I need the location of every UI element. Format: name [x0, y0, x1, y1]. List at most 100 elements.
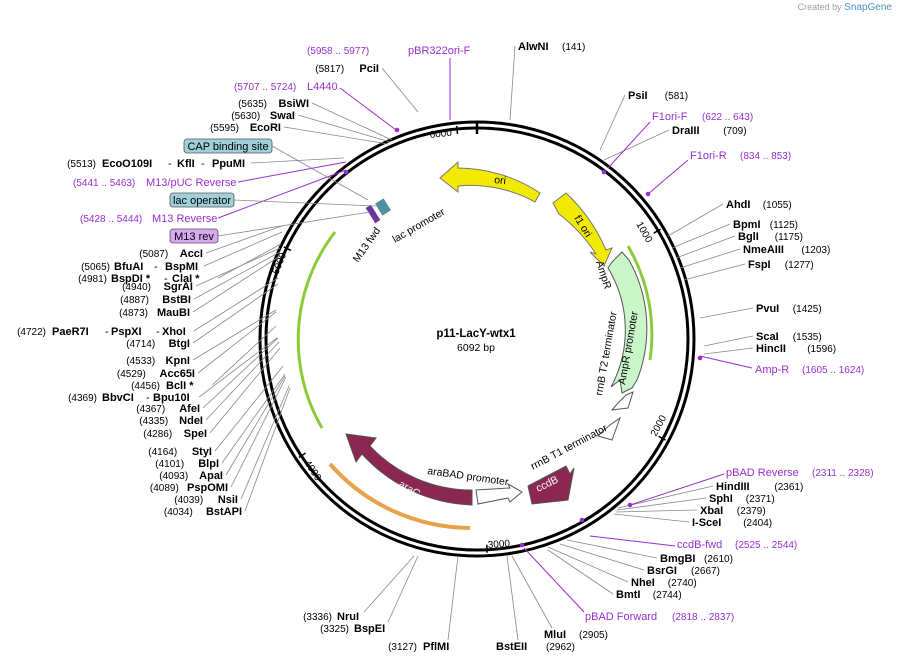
enzyme-blpi[interactable]: BlpI	[198, 458, 219, 470]
enzyme-ecori[interactable]: EcoRI	[250, 122, 281, 134]
enzyme-paer7i[interactable]: PaeR7I	[52, 326, 89, 338]
primer-range: (622 .. 643)	[702, 112, 753, 123]
enzyme-bgli[interactable]: BglI	[738, 231, 759, 243]
box-cap[interactable]	[183, 138, 273, 154]
enzyme-kfli[interactable]: KflI	[177, 158, 195, 170]
enzyme-bfuai[interactable]: BfuAI	[114, 261, 143, 273]
box-leader-m13rev	[217, 211, 371, 237]
enzyme-nsii[interactable]: NsiI	[218, 494, 238, 506]
enzyme-maubi[interactable]: MauBI	[157, 307, 190, 319]
leader-left-15	[221, 373, 286, 464]
enzyme-bsrgi[interactable]: BsrGI	[647, 565, 677, 577]
feature-arabad-promoter[interactable]	[475, 482, 523, 505]
enzyme-bspei[interactable]: BspEI	[354, 623, 385, 635]
enzyme-xbai[interactable]: XbaI	[700, 505, 723, 517]
box-m13rev[interactable]	[169, 228, 219, 244]
enzyme-ndei[interactable]: NdeI	[179, 415, 203, 427]
feature-lac-operator[interactable]	[375, 198, 391, 216]
enzyme-hincii[interactable]: HincII	[756, 343, 786, 355]
tick-label-3000: 3000	[487, 538, 510, 551]
enzyme-bpu10i[interactable]: Bpu10I	[153, 392, 190, 404]
enzyme-pos: (2404)	[743, 518, 772, 529]
enzyme-iscei[interactable]: I-SceI	[692, 517, 721, 529]
enzyme-mlui[interactable]: MluI	[544, 629, 566, 641]
enzyme-ahdi[interactable]: AhdI	[726, 199, 750, 211]
enzyme-nhei[interactable]: NheI	[631, 577, 655, 589]
enzyme-bpmi[interactable]: BpmI	[733, 219, 761, 231]
primer-site	[697, 355, 703, 361]
enzyme-bcli[interactable]: BclI *	[166, 380, 194, 392]
feature-ampr[interactable]	[607, 251, 648, 394]
primer-site	[579, 517, 585, 523]
separator: -	[164, 273, 168, 285]
enzyme-styi[interactable]: StyI	[192, 446, 212, 458]
enzyme-spei[interactable]: SpeI	[184, 428, 207, 440]
enzyme-bsteii[interactable]: BstEII	[496, 641, 527, 653]
enzyme-kpni[interactable]: KpnI	[166, 355, 190, 367]
enzyme-bmgbi[interactable]: BmgBI	[660, 553, 695, 565]
enzyme-ppumi[interactable]: PpuMI	[212, 158, 245, 170]
primer-pbad-forward[interactable]: pBAD Forward	[585, 611, 657, 623]
enzyme-bspmi[interactable]: BspMI	[165, 261, 198, 273]
enzyme-hindiii[interactable]: HindIII	[716, 481, 750, 493]
enzyme-psii[interactable]: PsiI	[628, 90, 648, 102]
enzyme-bsiwi[interactable]: BsiWI	[278, 98, 309, 110]
enzyme-pcii[interactable]: PciI	[359, 63, 379, 75]
feature-arac[interactable]	[345, 433, 473, 506]
feature-m13fwd[interactable]	[365, 204, 381, 224]
primer-pbad-reverse[interactable]: pBAD Reverse	[726, 467, 799, 479]
leader-15	[566, 539, 658, 559]
enzyme-scai[interactable]: ScaI	[756, 331, 779, 343]
enzyme-bspdi[interactable]: BspDI *	[111, 273, 151, 285]
primer-ccdb-fwd[interactable]: ccdB-fwd	[677, 539, 722, 551]
enzyme-pos: (4981)	[78, 274, 107, 285]
enzyme-clai[interactable]: ClaI *	[172, 273, 200, 285]
enzyme-acc65i[interactable]: Acc65I	[160, 368, 195, 380]
enzyme-alwni[interactable]: AlwNI	[518, 41, 549, 53]
enzyme-afei[interactable]: AfeI	[179, 403, 200, 415]
enzyme-nmeaiii[interactable]: NmeAIII	[743, 244, 784, 256]
box-lacop[interactable]	[169, 192, 235, 208]
enzyme-btgi[interactable]: BtgI	[169, 338, 190, 350]
feature-f1-ori[interactable]	[552, 192, 613, 267]
enzyme-nrui[interactable]: NruI	[337, 611, 359, 623]
enzyme-bstapi[interactable]: BstAPI	[206, 506, 242, 518]
leader-mlui	[511, 555, 553, 629]
enzyme-fspi[interactable]: FspI	[748, 259, 771, 271]
enzyme-xhoi[interactable]: XhoI	[162, 326, 186, 338]
enzyme-apai[interactable]: ApaI	[199, 470, 223, 482]
enzyme-bmti[interactable]: BmtI	[616, 589, 640, 601]
enzyme-pspomi[interactable]: PspOMI	[187, 482, 228, 494]
enzyme-pspxi[interactable]: PspXI	[111, 326, 142, 338]
enzyme-bbvci[interactable]: BbvCI	[102, 392, 134, 404]
enzyme-sgrai[interactable]: SgrAI	[164, 281, 193, 293]
primer-leader-3	[217, 169, 347, 219]
enzyme-pos: (4722)	[17, 327, 46, 338]
primer-leader-5	[647, 159, 689, 195]
enzyme-pflmi[interactable]: PflMI	[423, 641, 449, 653]
feature-ori[interactable]	[439, 160, 541, 203]
enzyme-acci[interactable]: AccI	[180, 248, 203, 260]
leader-bspei	[387, 555, 419, 623]
primer-m13-puc-reverse[interactable]: M13/pUC Reverse	[146, 177, 236, 189]
primer-m13-reverse[interactable]: M13 Reverse	[152, 213, 217, 225]
enzyme-pos: (4529)	[117, 369, 146, 380]
feature-ampr-promoter[interactable]	[610, 391, 634, 411]
feature-rrnb-t2[interactable]	[597, 416, 622, 441]
enzyme-pvui[interactable]: PvuI	[756, 303, 779, 315]
feature-ccdb[interactable]	[527, 465, 575, 505]
enzyme-sphi[interactable]: SphI	[709, 493, 733, 505]
enzyme-pos: (4940)	[122, 282, 151, 293]
primer-f1ori-r[interactable]: F1ori-R	[690, 150, 727, 162]
enzyme-pos: (4714)	[126, 339, 155, 350]
enzyme-draiii[interactable]: DraIII	[672, 125, 700, 137]
primer-l4440[interactable]: L4440	[307, 81, 338, 93]
enzyme-ecoo109i[interactable]: EcoO109I	[102, 158, 152, 170]
enzyme-swai[interactable]: SwaI	[270, 110, 295, 122]
enzyme-pos: (5065)	[81, 262, 110, 273]
primer-pbr322ori-f[interactable]: pBR322ori-F	[408, 45, 471, 57]
enzyme-bstbi[interactable]: BstBI	[162, 294, 191, 306]
primer-amp-r[interactable]: Amp-R	[755, 364, 789, 376]
primer-f1ori-f[interactable]: F1ori-F	[652, 111, 688, 123]
